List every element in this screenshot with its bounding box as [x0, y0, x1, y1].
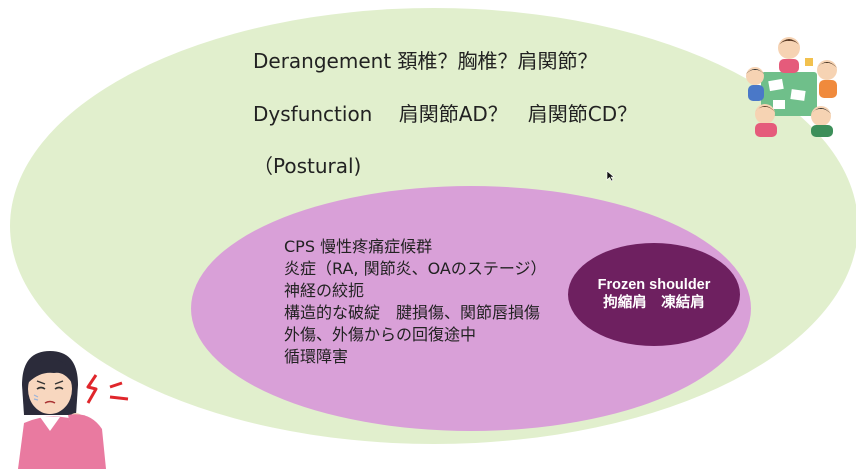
inner-list-item: 循環障害 — [284, 347, 349, 366]
meeting-group-illustration — [746, 37, 837, 137]
shoulder-pain-woman-illustration — [18, 351, 129, 469]
postural-line: （Postural) — [253, 154, 362, 178]
inner-list-item: CPS 慢性疼痛症候群 — [284, 237, 433, 256]
mouse-cursor-icon — [606, 170, 615, 182]
inner-list-item: 神経の絞扼 — [284, 281, 365, 300]
inner-list: CPS 慢性疼痛症候群 炎症（RA, 関節炎、OAのステージ） 神経の絞扼 構造… — [284, 236, 547, 368]
derangement-line: Derangement 頚椎？胸椎？肩関節？ — [253, 49, 598, 73]
inner-list-item: 炎症（RA, 関節炎、OAのステージ） — [284, 259, 547, 278]
dysfunction-line: Dysfunction 肩関節AD？ 肩関節CD？ — [253, 102, 638, 126]
inner-list-item: 構造的な破綻 腱損傷、関節唇損傷 — [284, 303, 541, 322]
frozen-shoulder-subtitle: 拘縮肩 凍結肩 — [603, 295, 705, 311]
frozen-shoulder-title: Frozen shoulder — [597, 277, 711, 293]
frozen-shoulder-label: Frozen shoulder 拘縮肩 凍結肩 — [574, 276, 734, 312]
inner-list-item: 外傷、外傷からの回復途中 — [284, 325, 477, 344]
frozen-shoulder-ellipse — [568, 243, 740, 346]
